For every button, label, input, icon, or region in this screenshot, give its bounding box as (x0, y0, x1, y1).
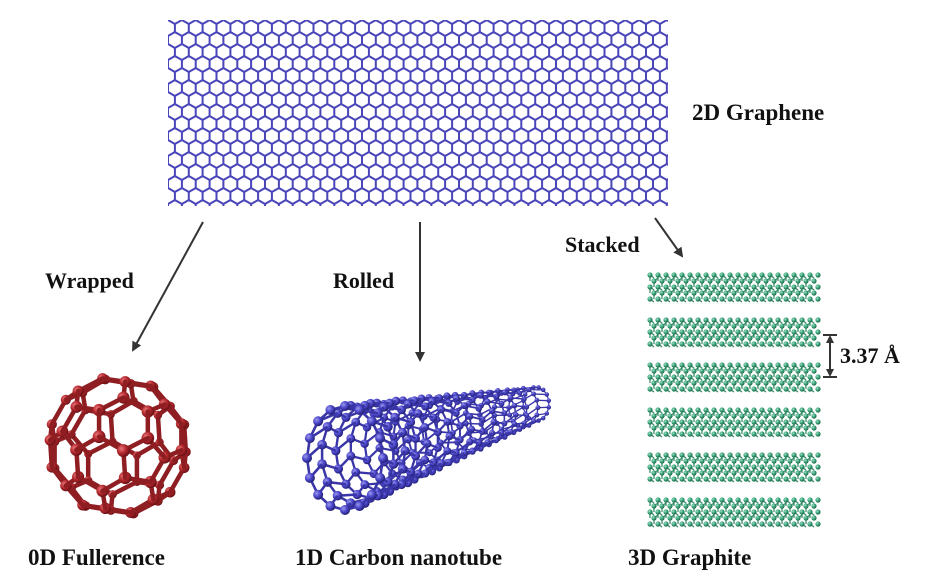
rolled-label: Rolled (333, 268, 395, 293)
graphene-lattice (168, 20, 668, 206)
graphite-layer (647, 317, 821, 348)
graphene-sheet (168, 20, 668, 206)
carbon-nanotube (302, 385, 552, 515)
nanotube-label: 1D Carbon nanotube (295, 545, 503, 570)
graphene-label: 2D Graphene (692, 100, 825, 125)
graphite-label: 3D Graphite (628, 545, 752, 570)
graphite-layer (647, 272, 821, 303)
graphite-stack (647, 272, 821, 528)
stacked-arrow (654, 217, 684, 258)
graphite-layer (647, 452, 821, 483)
wrapped-label: Wrapped (45, 268, 134, 293)
graphite-layer (647, 362, 821, 393)
graphite-layer (647, 497, 821, 528)
wrapped-arrow (132, 221, 204, 352)
fullerene-label: 0D Fullerence (28, 545, 165, 570)
spacing-label: 3.37 Å (840, 343, 900, 368)
fullerene-molecule (44, 373, 191, 519)
graphite-layer (647, 407, 821, 438)
stacked-label: Stacked (565, 232, 640, 257)
interlayer-spacing-marker (823, 334, 837, 378)
